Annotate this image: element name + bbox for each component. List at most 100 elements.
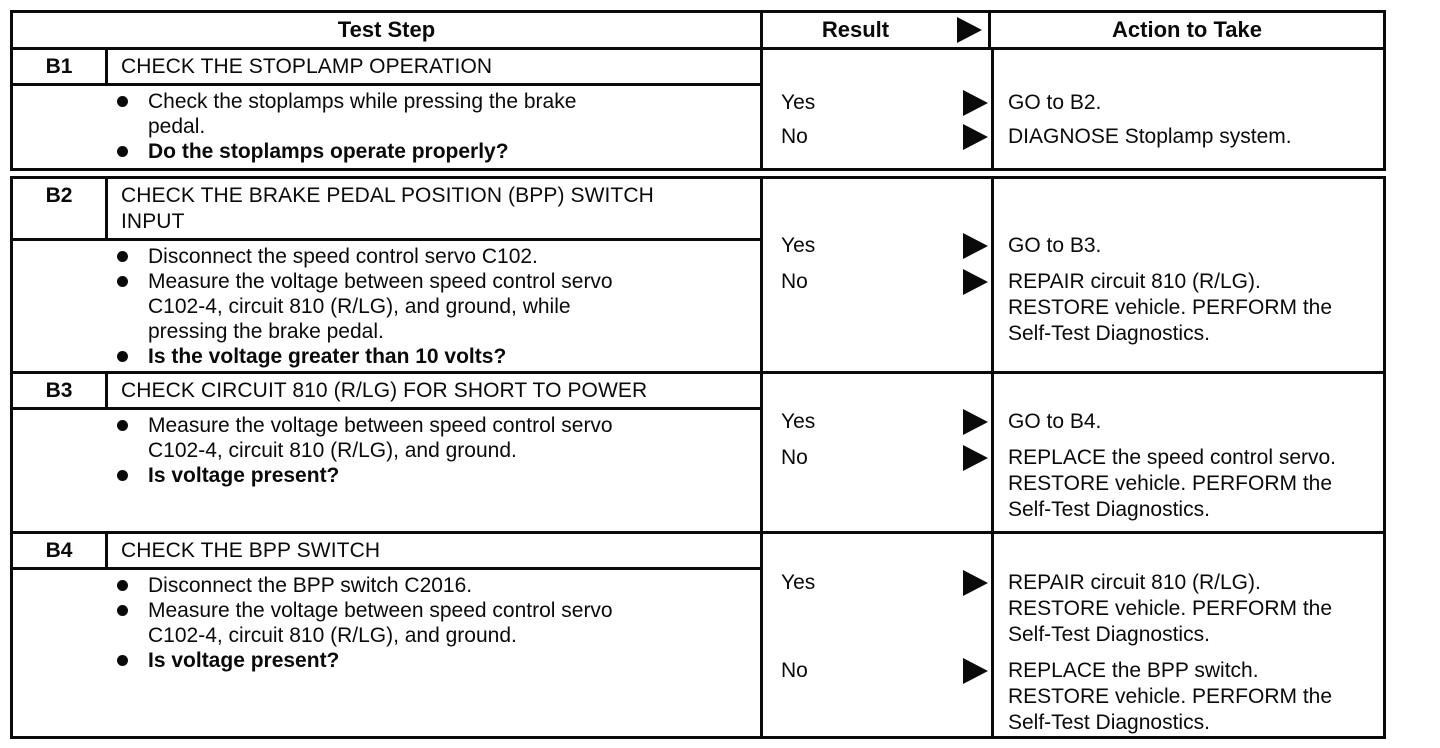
instruction-question: Do the stoplamps operate properly? [148,140,509,163]
instruction-item: Do the stoplamps operate properly? [13,139,752,164]
column-header-test-step: Test Step [13,13,763,47]
instruction-text: Measure the voltage between speed contro… [148,599,613,647]
test-table-b1: Test Step Result Action to Take B1 CHECK… [10,10,1386,171]
step-title: CHECK THE BRAKE PEDAL POSITION (BPP) SWI… [121,184,654,233]
outcome-row: No REPLACE the speed control servo. REST… [763,445,1383,523]
result-cell: No [763,445,994,471]
step-instructions: Measure the voltage between speed contro… [13,410,760,531]
result-label: No [781,125,808,148]
action-text: REPAIR circuit 810 (R/LG). RESTORE vehic… [1008,571,1333,646]
bullet-icon [117,470,128,481]
result-cell: No [763,269,994,295]
instruction-item: Disconnect the BPP switch C2016. [13,573,752,598]
result-arrow-icon [963,658,988,684]
instruction-text: Measure the voltage between speed contro… [148,270,613,343]
outcome-row: Yes GO to B3. [763,233,1383,259]
step-id: B1 [13,50,108,83]
test-table-b2-b4: B2 CHECK THE BRAKE PEDAL POSITION (BPP) … [10,176,1386,739]
result-label: Yes [781,571,816,594]
test-step-block-b1: B1 CHECK THE STOPLAMP OPERATION Check th… [13,50,1383,168]
action-text: GO to B4. [1008,410,1102,433]
step-id: B4 [13,534,108,567]
instruction-text: Check the stoplamps while pressing the b… [148,90,577,138]
result-arrow-icon [963,445,988,471]
test-step-cell: B2 CHECK THE BRAKE PEDAL POSITION (BPP) … [13,179,763,371]
result-cell: Yes [763,90,994,116]
step-instructions: Check the stoplamps while pressing the b… [13,86,760,168]
result-arrow-icon [963,409,988,435]
column-header-action: Action to Take [1112,17,1262,42]
instruction-question: Is the voltage greater than 10 volts? [148,345,507,368]
instruction-text: Disconnect the BPP switch C2016. [148,574,473,597]
result-action-area: Yes GO to B3. No REPAIR circuit 810 (R/L… [763,179,1383,371]
result-cell: Yes [763,233,994,259]
outcome-row: No REPLACE the BPP switch. RESTORE vehic… [763,658,1383,736]
action-text: REPLACE the BPP switch. RESTORE vehicle.… [1008,659,1333,734]
result-cell: No [763,658,994,684]
step-title: CHECK THE BPP SWITCH [121,539,381,562]
instruction-item: Is voltage present? [13,463,752,488]
table-header-row: Test Step Result Action to Take [13,13,1383,50]
column-header-result-label: Result [821,17,890,42]
action-text: GO to B2. [1008,91,1102,114]
result-arrow-icon [963,233,988,259]
bullet-icon [117,276,128,287]
step-instructions: Disconnect the speed control servo C102.… [13,241,760,371]
outcome-row: Yes GO to B4. [763,409,1383,435]
instruction-item: Check the stoplamps while pressing the b… [13,89,752,139]
instruction-item: Is voltage present? [13,648,752,673]
step-id: B3 [13,374,108,407]
result-label: No [781,659,808,682]
step-title-row: B3 CHECK CIRCUIT 810 (R/LG) FOR SHORT TO… [13,374,760,410]
instruction-question: Is voltage present? [148,649,340,672]
step-id: B2 [13,179,108,238]
column-header-result: Result [763,13,991,47]
outcome-row: No DIAGNOSE Stoplamp system. [763,124,1383,150]
step-title: CHECK THE STOPLAMP OPERATION [121,55,493,78]
step-instructions: Disconnect the BPP switch C2016. Measure… [13,570,760,736]
result-cell: Yes [763,570,994,596]
bullet-icon [117,146,128,157]
bullet-icon [117,655,128,666]
result-label: Yes [781,234,816,257]
instruction-item: Measure the voltage between speed contro… [13,269,752,344]
result-action-area: Yes GO to B4. No REPLACE the speed contr… [763,374,1383,531]
test-step-block-b3: B3 CHECK CIRCUIT 810 (R/LG) FOR SHORT TO… [13,371,1383,531]
result-cell: Yes [763,409,994,435]
test-step-block-b2: B2 CHECK THE BRAKE PEDAL POSITION (BPP) … [13,179,1383,371]
bullet-icon [117,420,128,431]
instruction-question: Is voltage present? [148,464,340,487]
action-text: DIAGNOSE Stoplamp system. [1008,125,1292,148]
instruction-item: Disconnect the speed control servo C102. [13,244,752,269]
bullet-icon [117,96,128,107]
instruction-item: Measure the voltage between speed contro… [13,413,752,463]
bullet-icon [117,605,128,616]
bullet-icon [117,351,128,362]
test-step-block-b4: B4 CHECK THE BPP SWITCH Disconnect the B… [13,531,1383,736]
result-action-area: Yes REPAIR circuit 810 (R/LG). RESTORE v… [763,534,1383,736]
result-arrow-icon [963,269,988,295]
result-label: No [781,270,808,293]
bullet-icon [117,580,128,591]
result-cell: No [763,124,994,150]
outcome-row: No REPAIR circuit 810 (R/LG). RESTORE ve… [763,269,1383,347]
result-label: Yes [781,91,816,114]
instruction-text: Measure the voltage between speed contro… [148,414,613,462]
result-arrow-icon [957,17,982,43]
instruction-item: Measure the voltage between speed contro… [13,598,752,648]
instruction-item: Is the voltage greater than 10 volts? [13,344,752,369]
result-label: Yes [781,410,816,433]
result-arrow-icon [963,570,988,596]
outcome-row: Yes GO to B2. [763,90,1383,116]
action-text: GO to B3. [1008,234,1102,257]
result-arrow-icon [963,90,988,116]
action-text: REPAIR circuit 810 (R/LG). RESTORE vehic… [1008,270,1333,345]
test-step-cell: B4 CHECK THE BPP SWITCH Disconnect the B… [13,534,763,736]
step-title-row: B2 CHECK THE BRAKE PEDAL POSITION (BPP) … [13,179,760,241]
step-title-row: B4 CHECK THE BPP SWITCH [13,534,760,570]
step-title-row: B1 CHECK THE STOPLAMP OPERATION [13,50,760,86]
test-step-cell: B1 CHECK THE STOPLAMP OPERATION Check th… [13,50,763,168]
step-title: CHECK CIRCUIT 810 (R/LG) FOR SHORT TO PO… [121,379,648,402]
test-step-cell: B3 CHECK CIRCUIT 810 (R/LG) FOR SHORT TO… [13,374,763,531]
